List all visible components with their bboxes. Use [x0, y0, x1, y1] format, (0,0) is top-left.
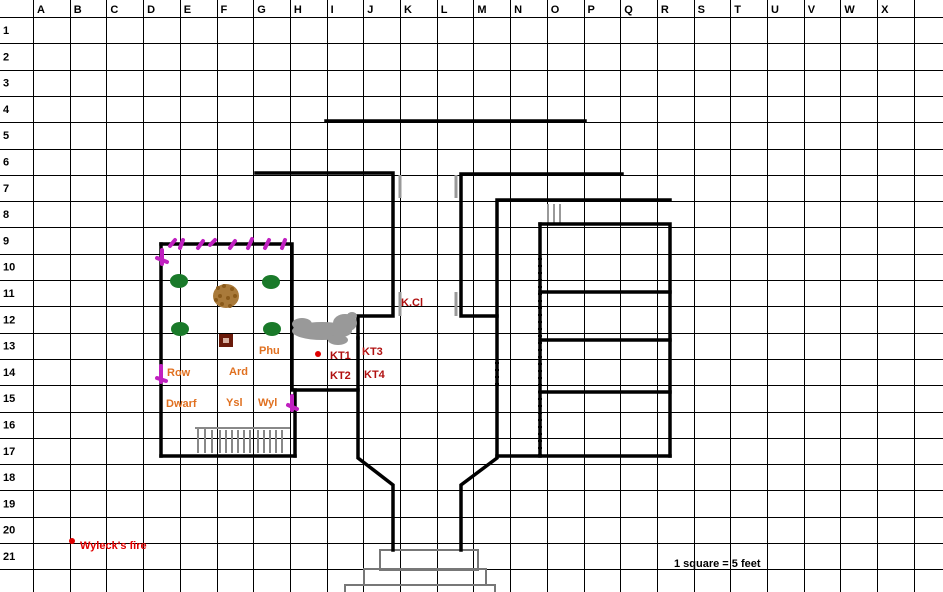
- column-label: W: [844, 4, 855, 16]
- column-label: C: [110, 4, 118, 16]
- column-labels: A B C D E F G H I J K L M N O P Q R S T U V W X: [37, 4, 889, 16]
- label-row: Row: [167, 367, 191, 379]
- column-label: B: [74, 4, 82, 16]
- doorway-dots: [495, 258, 542, 456]
- column-label: G: [257, 4, 266, 16]
- row-label: 15: [3, 393, 15, 405]
- scale-note: 1 square = 5 feet: [674, 558, 761, 570]
- column-label: L: [441, 4, 448, 16]
- row-label: 11: [3, 288, 15, 300]
- bush-icon: [170, 274, 188, 288]
- row-label: 7: [3, 183, 9, 195]
- row-label: 3: [3, 78, 9, 90]
- fire-icon: [69, 538, 75, 544]
- entrance-stairs: [344, 549, 496, 592]
- column-label: T: [734, 4, 741, 16]
- column-label: J: [367, 4, 373, 16]
- column-label: S: [698, 4, 705, 16]
- bush-icon: [171, 322, 189, 336]
- bars-furniture: [195, 427, 290, 453]
- row-label: 2: [3, 51, 9, 63]
- walls: [159, 119, 672, 552]
- row-label: 12: [3, 314, 15, 326]
- label-ysl: Ysl: [226, 397, 243, 409]
- grate-marks: [547, 204, 561, 224]
- column-label: P: [588, 4, 595, 16]
- column-label: Q: [624, 4, 633, 16]
- label-wyl: Wyl: [258, 397, 277, 409]
- column-label: K: [404, 4, 412, 16]
- label-fire: Wyleck's fire: [80, 540, 147, 552]
- corridor-door-posts: [398, 175, 458, 316]
- row-label: 13: [3, 341, 15, 353]
- column-label: O: [551, 4, 560, 16]
- bush-icon: [263, 322, 281, 336]
- row-label: 19: [3, 498, 15, 510]
- rubble: [292, 312, 357, 345]
- label-kcl: K.Cl: [401, 297, 423, 309]
- row-label: 9: [3, 235, 9, 247]
- column-label: N: [514, 4, 522, 16]
- label-dwarf: Dwarf: [166, 398, 197, 410]
- bush-icon: [262, 275, 280, 289]
- column-label: V: [808, 4, 816, 16]
- row-label: 10: [3, 262, 15, 274]
- row-label: 16: [3, 420, 15, 432]
- row-label: 1: [3, 25, 9, 37]
- row-label: 5: [3, 130, 9, 142]
- column-label: U: [771, 4, 779, 16]
- column-label: R: [661, 4, 669, 16]
- row-label: 17: [3, 446, 15, 458]
- column-label: I: [331, 4, 334, 16]
- enemy-marker: [315, 351, 321, 357]
- column-label: H: [294, 4, 302, 16]
- row-label: 4: [3, 104, 10, 116]
- label-phu: Phu: [259, 345, 280, 357]
- row-label: 6: [3, 157, 9, 169]
- label-kt2: KT2: [330, 370, 351, 382]
- bushes: [170, 274, 281, 336]
- label-ard: Ard: [229, 366, 248, 378]
- row-label: 20: [3, 525, 15, 537]
- row-label: 8: [3, 209, 9, 221]
- row-label: 18: [3, 472, 15, 484]
- row-label: 21: [3, 551, 15, 563]
- column-label: E: [184, 4, 191, 16]
- column-label: F: [221, 4, 228, 16]
- label-kt1: KT1: [330, 350, 351, 362]
- label-kt3: KT3: [362, 346, 383, 358]
- door-markers: [155, 237, 299, 412]
- label-kt4: KT4: [364, 369, 386, 381]
- column-label: A: [37, 4, 45, 16]
- row-label: 14: [3, 367, 16, 379]
- dirt-patch: [213, 284, 239, 308]
- chest-icon: [219, 334, 233, 347]
- column-label: M: [477, 4, 486, 16]
- column-label: X: [881, 4, 889, 16]
- column-label: D: [147, 4, 155, 16]
